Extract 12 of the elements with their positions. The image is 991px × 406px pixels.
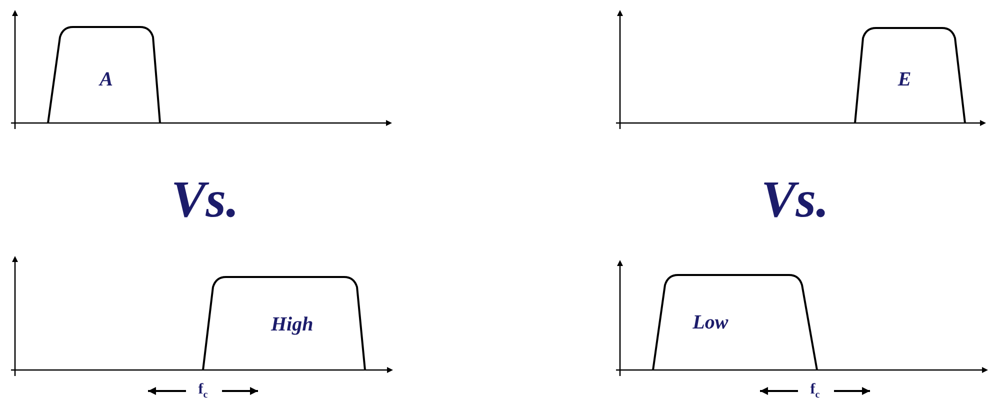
passband-shape <box>203 277 365 370</box>
passband-shape <box>653 275 817 370</box>
band-label: E <box>898 68 912 92</box>
band-label: A <box>100 68 113 92</box>
cutoff-frequency-label: f$_{c}$ <box>198 382 208 400</box>
versus-label: Vs. <box>761 170 829 230</box>
band-label: Low <box>692 311 728 334</box>
cutoff-frequency-label: f$_{c}$ <box>810 382 820 400</box>
versus-label: Vs. <box>171 170 239 230</box>
passband-shape <box>855 28 965 123</box>
band-label: High <box>270 314 314 337</box>
passband-shape <box>48 27 160 123</box>
